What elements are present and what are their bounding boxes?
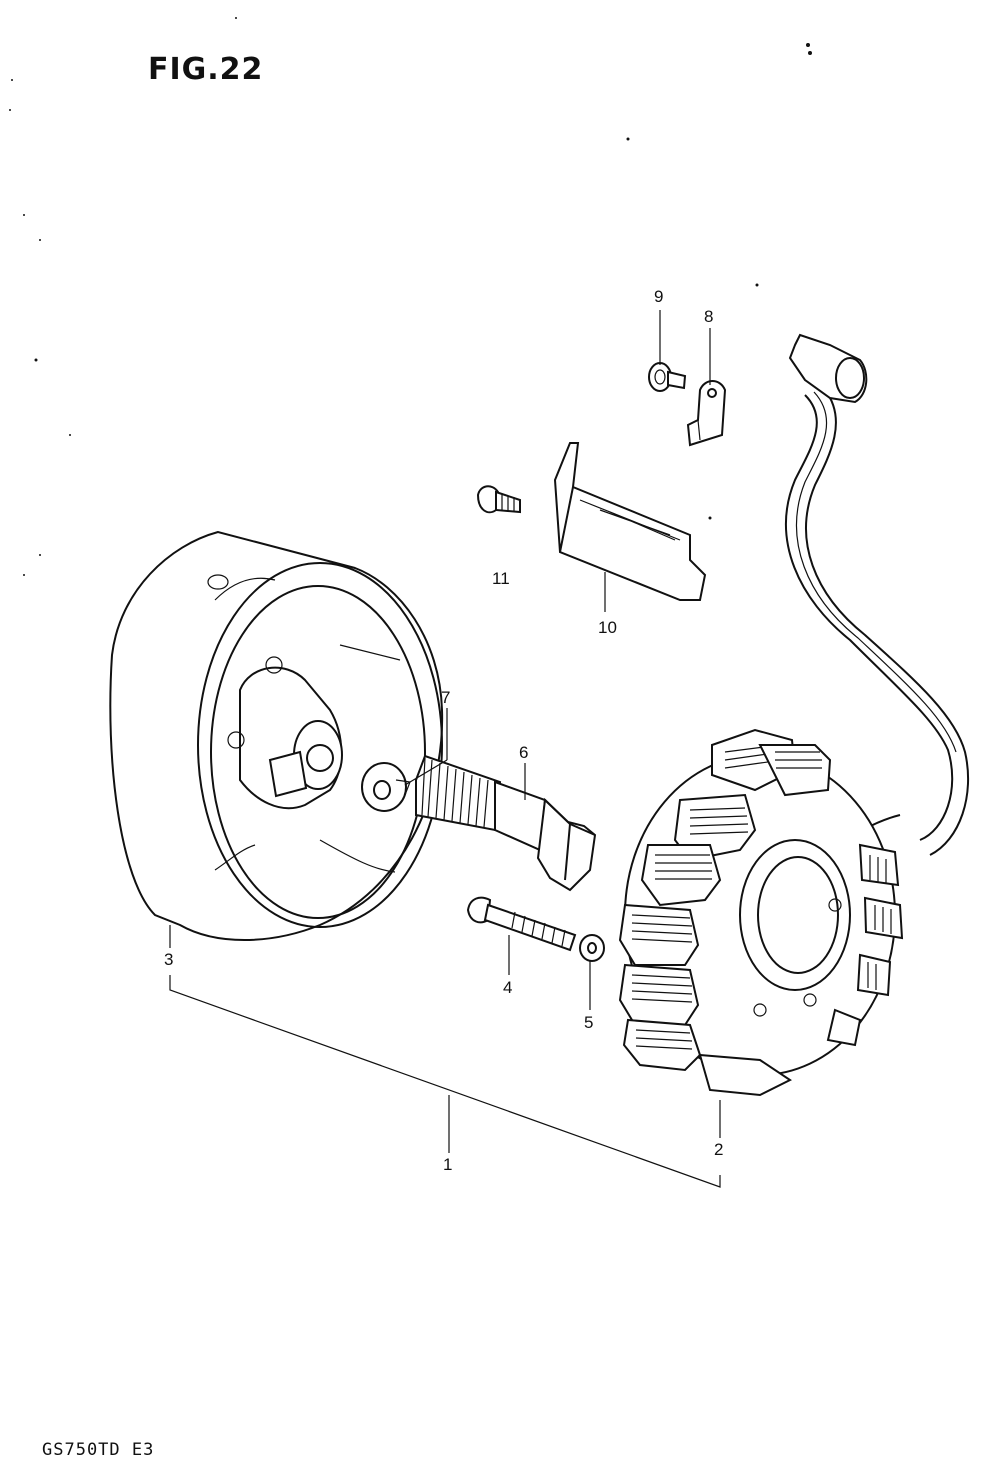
callout-1: 1 (443, 1155, 452, 1174)
figure-title: FIG.22 (148, 52, 264, 87)
leader-lines (169, 310, 721, 1188)
screw-part (466, 896, 577, 952)
rotor-part (109, 530, 444, 941)
stator-part (618, 333, 969, 1097)
small-washer-part (579, 934, 605, 962)
callout-9: 9 (654, 287, 663, 306)
callout-6: 6 (519, 743, 528, 762)
callout-2: 2 (714, 1140, 723, 1159)
callout-4: 4 (503, 978, 512, 997)
callout-3: 3 (164, 950, 173, 969)
bolt-part (415, 754, 597, 892)
callout-5: 5 (584, 1013, 593, 1032)
scan-noise (9, 17, 812, 576)
callout-11: 11 (492, 569, 510, 588)
washer-part (361, 762, 411, 812)
callout-8: 8 (704, 307, 713, 326)
callout-7: 7 (441, 688, 450, 707)
callout-10: 10 (598, 618, 617, 637)
cover-part (553, 442, 707, 601)
clamp-screw-part (648, 362, 687, 392)
bracket-screw-part (476, 485, 521, 514)
model-code: GS750TD E3 (42, 1440, 155, 1460)
clamp-part (686, 380, 727, 447)
